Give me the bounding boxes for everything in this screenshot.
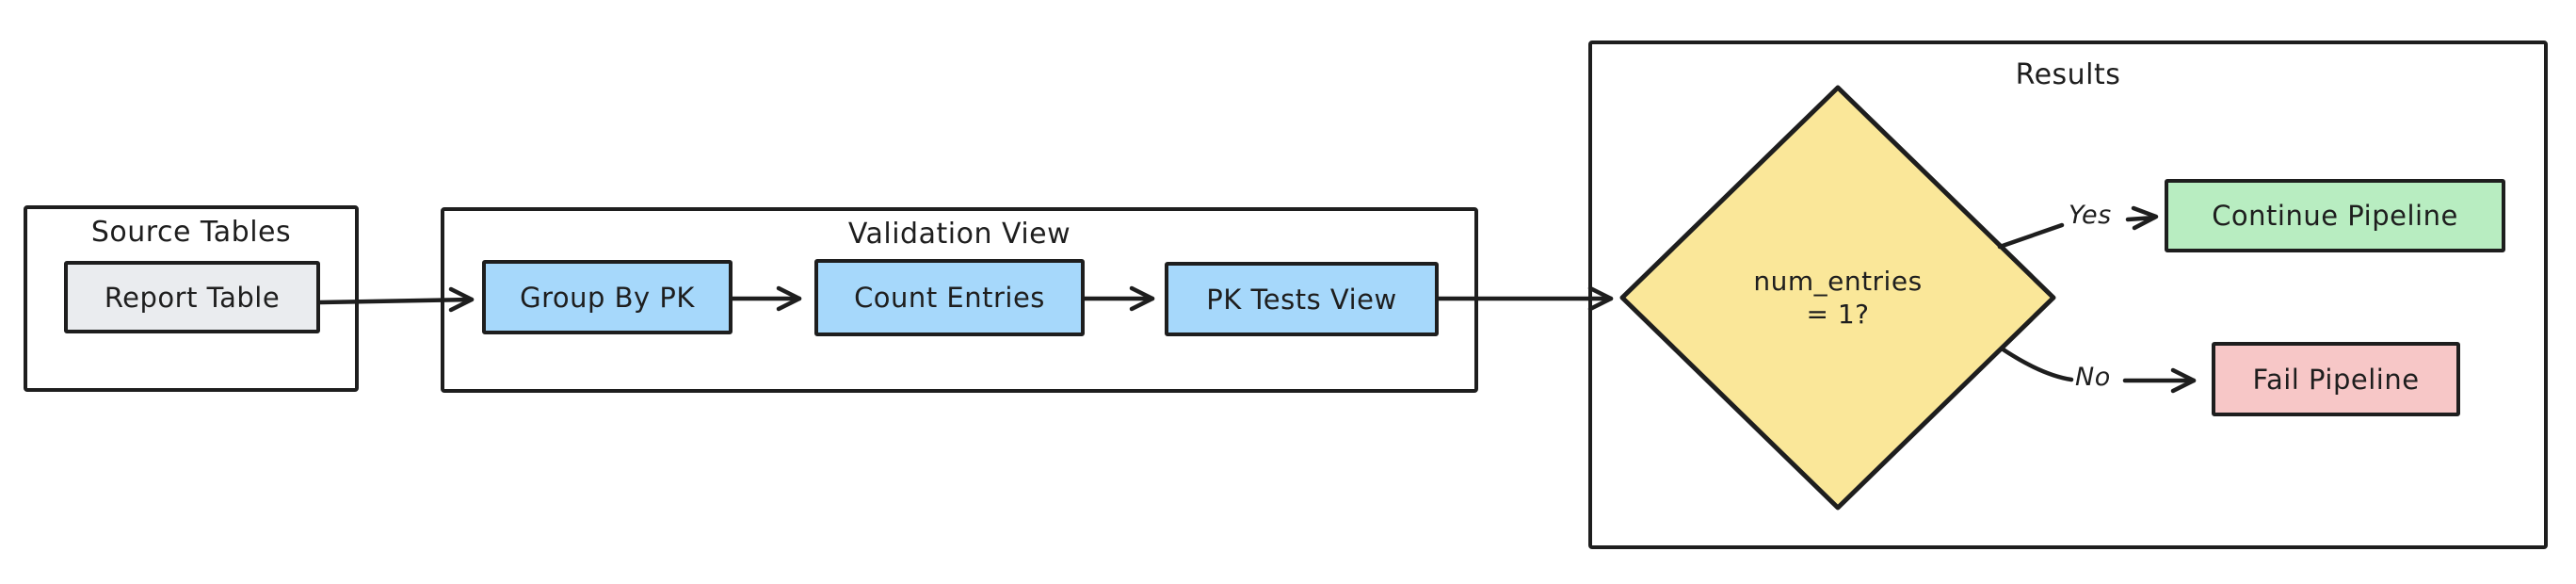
- edge-yes-line: [1997, 222, 2065, 250]
- node-pk-tests-view: PK Tests View: [1165, 262, 1439, 336]
- results-title: Results: [2015, 58, 2121, 91]
- source-tables-title: Source Tables: [90, 216, 292, 249]
- arrowhead-yes: [2131, 205, 2159, 231]
- decision-label: num_entries = 1?: [1673, 265, 2003, 331]
- node-count-entries: Count Entries: [814, 259, 1085, 336]
- node-report-table: Report Table: [64, 261, 320, 333]
- edge-report-to-groupby: [317, 297, 475, 305]
- arrowhead-no: [2170, 367, 2197, 394]
- edge-no-line: [1999, 346, 2074, 382]
- decision-label-line2: = 1?: [1806, 299, 1870, 330]
- arrowhead-pktests: [1129, 285, 1155, 312]
- validation-view-title: Validation View: [847, 218, 1071, 251]
- edge-label-no: No: [2075, 363, 2111, 392]
- arrowhead-count: [776, 285, 802, 312]
- edge-label-yes: Yes: [2069, 201, 2112, 230]
- node-continue-pipeline: Continue Pipeline: [2165, 179, 2505, 252]
- decision-diamond: [1619, 85, 2056, 511]
- node-fail-pipeline: Fail Pipeline: [2212, 342, 2460, 416]
- node-group-by-pk: Group By PK: [482, 260, 733, 334]
- arrowhead-decision: [1587, 285, 1614, 312]
- decision-label-line1: num_entries: [1753, 266, 1923, 297]
- arrowhead-groupby: [448, 286, 475, 313]
